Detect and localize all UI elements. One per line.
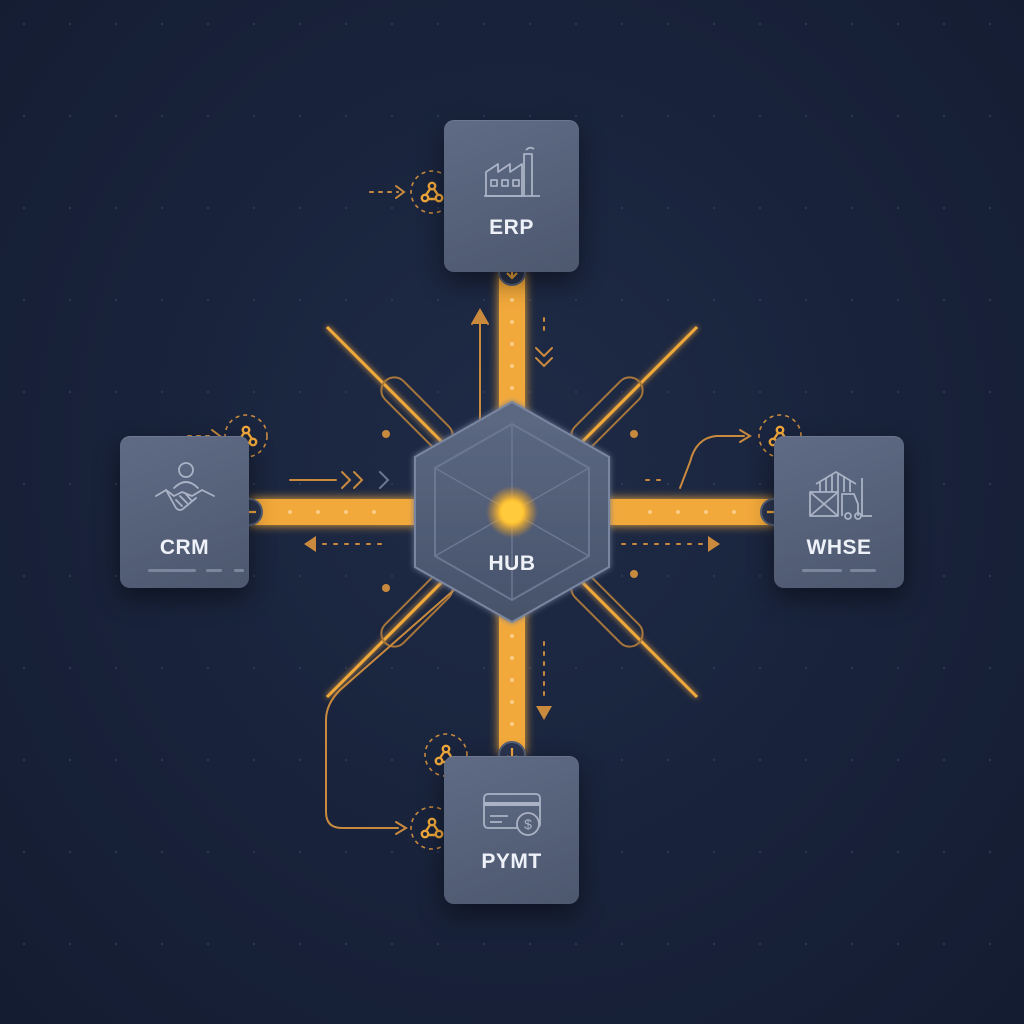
connector-erp <box>499 272 525 422</box>
payment-card-icon: $ <box>483 793 541 836</box>
node-erp[interactable]: ERP <box>444 120 579 272</box>
node-pymt[interactable]: $ PYMT <box>444 756 579 904</box>
accent-dots <box>382 430 638 592</box>
hub-label: HUB <box>488 552 536 575</box>
node-label: ERP <box>489 216 534 239</box>
node-label: PYMT <box>481 850 542 873</box>
node-whse[interactable]: WHSE <box>774 436 904 588</box>
spoke-ne <box>570 325 699 454</box>
hub-core-icon <box>502 502 522 522</box>
node-label: CRM <box>159 536 210 559</box>
connector-crm <box>250 499 420 525</box>
flow-arrows <box>187 185 752 835</box>
connector-whse <box>604 499 774 525</box>
spoke-nw <box>325 325 454 454</box>
factory-icon <box>484 146 540 197</box>
spoke-se <box>570 570 699 699</box>
diagonal-spokes <box>325 325 699 699</box>
warehouse-icon <box>809 471 872 520</box>
connector-dots <box>288 298 736 726</box>
node-status-bars <box>802 569 876 572</box>
node-status-bars <box>148 569 244 572</box>
main-connectors <box>250 272 774 754</box>
node-crm[interactable]: CRM <box>120 436 249 588</box>
svg-text:$: $ <box>524 816 532 832</box>
hub-node[interactable] <box>414 400 610 624</box>
handshake-icon <box>155 462 215 511</box>
spoke-sw <box>325 570 454 699</box>
node-label: WHSE <box>806 536 872 559</box>
